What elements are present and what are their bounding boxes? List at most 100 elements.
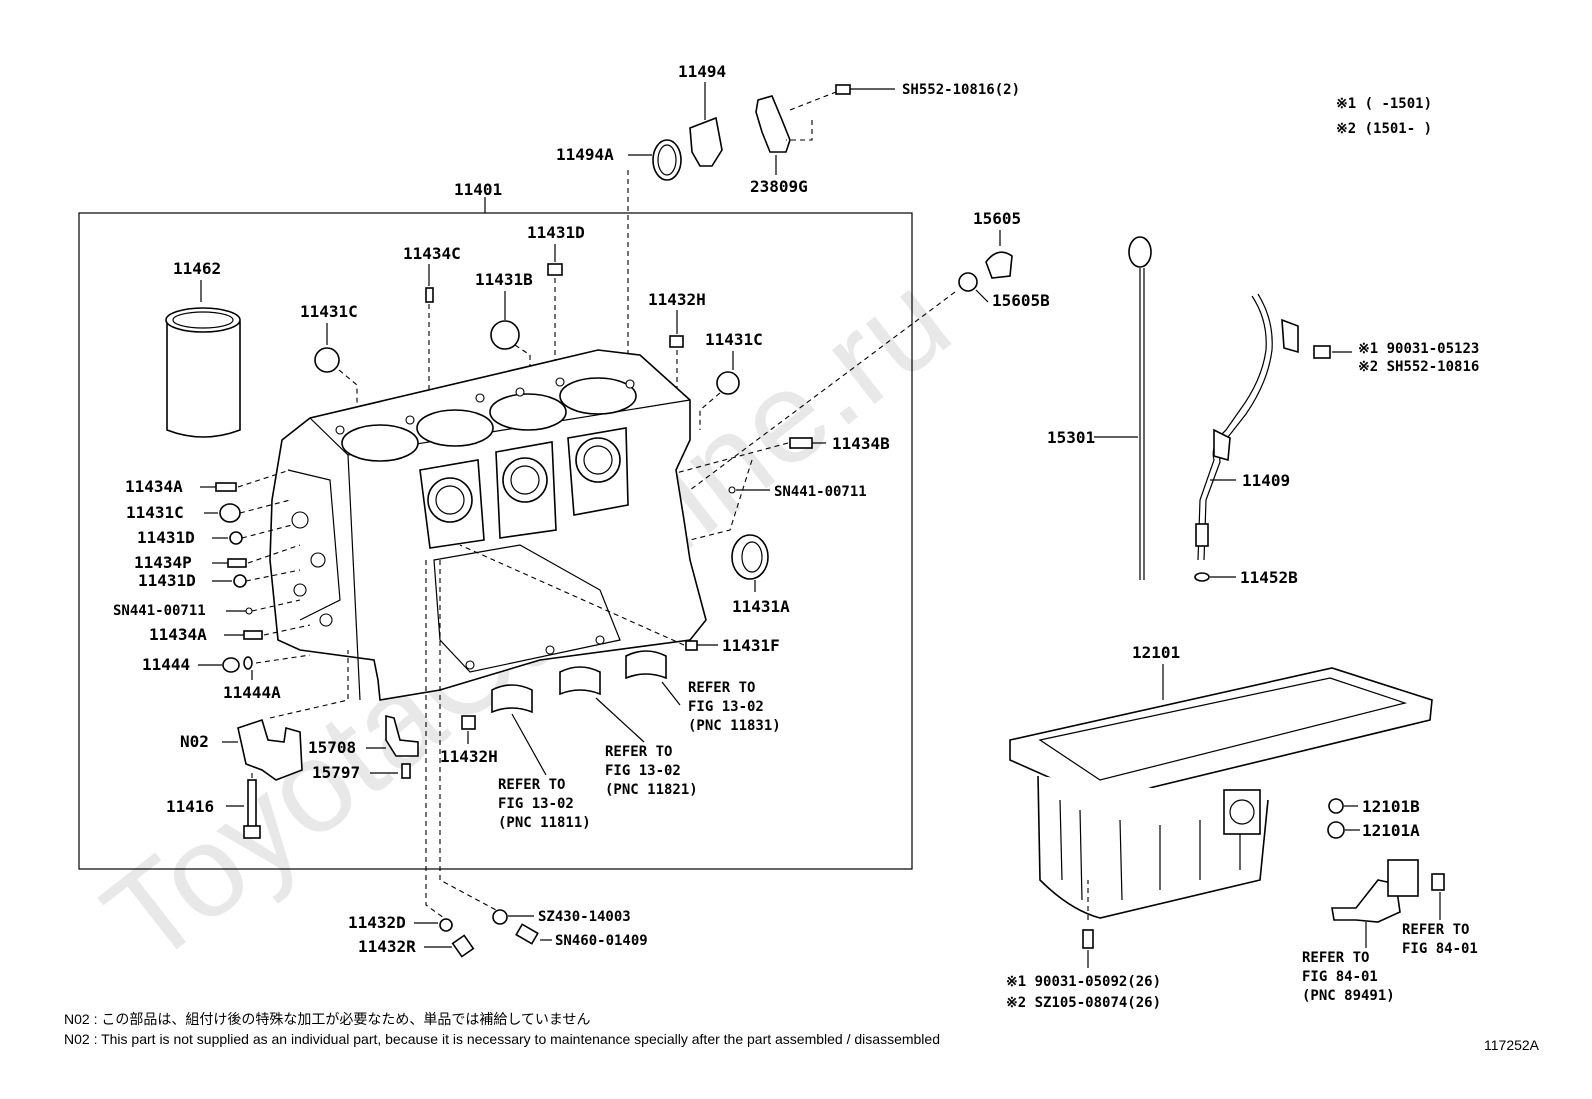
label-bolt-1[interactable]: ※1 90031-05123 (1358, 341, 1479, 357)
bearing-11821 (559, 666, 601, 696)
figure-id: 117252A (1484, 1037, 1540, 1053)
plug-11432h-top (669, 335, 684, 348)
label-sz430[interactable]: SZ430-14003 (538, 909, 631, 925)
label-11462[interactable]: 11462 (173, 259, 221, 278)
label-11431a[interactable]: 11431A (732, 597, 790, 616)
o-ring-11452b (1194, 572, 1210, 582)
ref-89491-line3[interactable]: (PNC 89491) (1302, 988, 1395, 1004)
label-11434a-2[interactable]: 11434A (149, 625, 207, 644)
plug-11432h-bot (461, 715, 476, 730)
label-11494a[interactable]: 11494A (556, 145, 614, 164)
ref-11811-line1[interactable]: REFER TO (498, 777, 565, 793)
bolt-strainer (1431, 873, 1445, 891)
label-11431c-right[interactable]: 11431C (705, 330, 763, 349)
label-11434b[interactable]: 11434B (832, 434, 890, 453)
ref-89491-line1[interactable]: REFER TO (1302, 950, 1369, 966)
label-11434p[interactable]: 11434P (134, 553, 192, 572)
ref-11831-line2[interactable]: FIG 13-02 (688, 699, 764, 715)
label-12101[interactable]: 12101 (1132, 643, 1180, 662)
label-12101b[interactable]: 12101B (1362, 797, 1420, 816)
plug-11431d-top (547, 263, 563, 276)
bearing-11831 (625, 650, 667, 680)
label-11431b[interactable]: 11431B (475, 270, 533, 289)
plug-11431c-left (314, 347, 340, 373)
label-11431f[interactable]: 11431F (722, 636, 780, 655)
bolt-sh552 (835, 84, 851, 95)
label-15301[interactable]: 15301 (1047, 428, 1095, 447)
label-11432h-bot[interactable]: 11432H (440, 747, 498, 766)
label-11444a[interactable]: 11444A (223, 683, 281, 702)
label-11431c-left[interactable]: 11431C (300, 302, 358, 321)
ref-11821-line2[interactable]: FIG 13-02 (605, 763, 681, 779)
label-15797[interactable]: 15797 (312, 763, 360, 782)
cover-plate-11494 (689, 116, 723, 167)
bolt-15797 (401, 763, 411, 779)
oil-pan-12101 (1009, 667, 1433, 919)
o-ring-11494a (652, 139, 682, 181)
cap-15605 (985, 251, 1013, 279)
legend-line-2: ※2 (1501- ) (1336, 121, 1432, 137)
label-11401[interactable]: 11401 (454, 180, 502, 199)
ref-11831-line3[interactable]: (PNC 11831) (688, 718, 781, 734)
label-11494[interactable]: 11494 (678, 62, 726, 81)
note-en: N02 : This part is not supplied as an in… (64, 1031, 940, 1047)
label-sh552-2[interactable]: SH552-10816(2) (902, 82, 1020, 98)
label-11431d-top[interactable]: 11431D (527, 223, 585, 242)
ref-11811-line3[interactable]: (PNC 11811) (498, 815, 591, 831)
washer-11432d (439, 918, 453, 932)
bearing-cap-n02 (237, 718, 303, 781)
bolt-11416 (247, 779, 257, 831)
plug-11431b (490, 320, 520, 350)
plug-11431c-side (219, 503, 241, 523)
label-11444[interactable]: 11444 (142, 655, 190, 674)
ref-11811-line2[interactable]: FIG 13-02 (498, 796, 574, 812)
label-n02[interactable]: N02 (180, 732, 209, 751)
ref-89491-line2[interactable]: FIG 84-01 (1302, 969, 1378, 985)
label-15708[interactable]: 15708 (308, 738, 356, 757)
pin-11434c (425, 287, 434, 303)
oil-strainer (1331, 879, 1401, 923)
bolt-dipstick-guide (1313, 345, 1331, 359)
bolt-oil-pan (1082, 929, 1094, 949)
label-bolt-2[interactable]: ※2 SH552-10816 (1358, 359, 1479, 375)
plug-11431f (685, 640, 698, 651)
label-11432r[interactable]: 11432R (358, 937, 416, 956)
ref-11821-line1[interactable]: REFER TO (605, 744, 672, 760)
label-11431d-2[interactable]: 11431D (138, 571, 196, 590)
legend-line-1: ※1 ( -1501) (1336, 96, 1432, 112)
bearing-11811 (491, 684, 533, 714)
label-11431c-side[interactable]: 11431C (126, 503, 184, 522)
oil-jet-15708 (385, 714, 419, 757)
label-11409[interactable]: 11409 (1242, 471, 1290, 490)
label-11452b[interactable]: 11452B (1240, 568, 1298, 587)
plug-sn460 (515, 923, 539, 945)
label-11432d[interactable]: 11432D (348, 913, 406, 932)
label-sn441-left[interactable]: SN441-00711 (113, 603, 206, 619)
label-pan-bolt-1[interactable]: ※1 90031-05092(26) (1006, 974, 1161, 990)
label-15605[interactable]: 15605 (973, 209, 1021, 228)
label-sn441-right[interactable]: SN441-00711 (774, 484, 867, 500)
label-11416[interactable]: 11416 (166, 797, 214, 816)
label-11434a-1[interactable]: 11434A (125, 477, 183, 496)
pin-11434a-2 (243, 630, 263, 640)
ref-11821-line3[interactable]: (PNC 11821) (605, 782, 698, 798)
label-sn460[interactable]: SN460-01409 (555, 933, 648, 949)
note-jp: N02 : この部品は、組付け後の特殊な加工が必要なため、単品では補給していませ… (64, 1011, 591, 1027)
ref-11831-line1[interactable]: REFER TO (688, 680, 755, 696)
block-group-frame (78, 212, 913, 870)
dipstick-guide-11409 (1195, 293, 1299, 561)
ref-8401-line2[interactable]: FIG 84-01 (1402, 941, 1478, 957)
washer-sz430 (492, 909, 508, 925)
label-11431d-1[interactable]: 11431D (137, 528, 195, 547)
label-11434c[interactable]: 11434C (403, 244, 461, 263)
plug-12101a (1327, 821, 1345, 839)
label-11432h-top[interactable]: 11432H (648, 290, 706, 309)
cylinder-block (269, 349, 707, 701)
label-23809g[interactable]: 23809G (750, 177, 808, 196)
label-15605b[interactable]: 15605B (992, 291, 1050, 310)
label-pan-bolt-2[interactable]: ※2 SZ105-08074(26) (1006, 995, 1161, 1011)
dipstick-15301 (1128, 236, 1152, 580)
label-12101a[interactable]: 12101A (1362, 821, 1420, 840)
ref-8401-line1[interactable]: REFER TO (1402, 922, 1469, 938)
